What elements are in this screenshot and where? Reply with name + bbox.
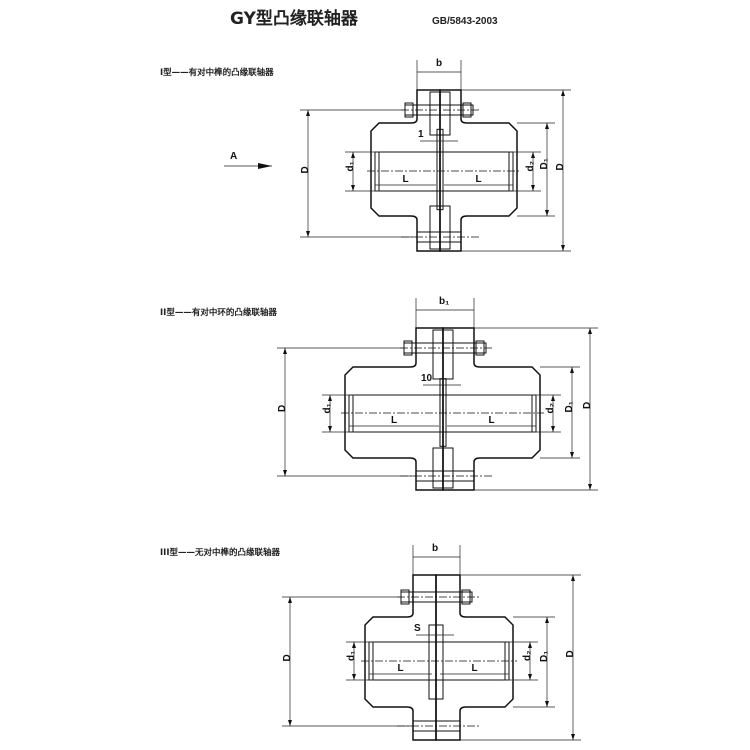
- bolt-circle-diameter-dim-label: D: [277, 405, 288, 412]
- hub-diameter-dim-label: D₁: [539, 651, 550, 662]
- bore-d1-dim-label: d₁: [346, 651, 357, 661]
- hub-diameter-dim-label: D₁: [539, 158, 550, 169]
- bore-d1-dim-label: d₁: [345, 161, 356, 171]
- type-2-label: II型——有对中环的凸缘联轴器: [160, 307, 277, 318]
- outer-diameter-dim-arrow: [561, 245, 565, 251]
- bolt-circle-diameter-dim-arrow: [306, 231, 310, 237]
- flange-width-label: b: [436, 58, 442, 69]
- length-label: L: [398, 663, 404, 674]
- bore-d1-dim-arrow: [351, 185, 355, 191]
- length-label: L: [476, 174, 482, 185]
- bore-d2-dim-arrow: [528, 642, 532, 648]
- standard-number: GB/5843-2003: [432, 16, 498, 27]
- hub-diameter-dim-arrow: [545, 210, 549, 216]
- outer-diameter-dim-arrow: [561, 90, 565, 96]
- hub-diameter-dim-arrow: [545, 617, 549, 623]
- type-3-label: III型——无对中榫的凸缘联轴器: [160, 547, 280, 558]
- length-label: L: [489, 415, 495, 426]
- hub-diameter-dim-arrow: [570, 367, 574, 373]
- bore-d2-dim-label: d₂: [545, 403, 556, 414]
- outer-diameter-dim-label: D: [582, 402, 593, 409]
- view-label: A: [230, 151, 237, 162]
- bore-d1-dim-arrow: [352, 674, 356, 680]
- bolt-circle-diameter-dim-arrow: [283, 470, 287, 476]
- right-half-coupling: [435, 574, 514, 741]
- left-half-coupling: [364, 574, 437, 741]
- type-1-label: I型——有对中榫的凸缘联轴器: [160, 67, 274, 78]
- bolt-circle-diameter-dim-arrow: [306, 110, 310, 116]
- hub-diameter-dim-label: D₁: [564, 401, 575, 412]
- length-label: L: [403, 174, 409, 185]
- left-half-coupling: [370, 89, 441, 252]
- outer-diameter-dim-label: D: [565, 650, 576, 657]
- outer-diameter-dim-arrow: [588, 328, 592, 334]
- bore-d1-dim-label: d₁: [322, 403, 333, 413]
- hub-diameter-dim-arrow: [570, 452, 574, 458]
- bore-d2-dim-arrow: [528, 674, 532, 680]
- bore-d1-dim-arrow: [328, 426, 332, 432]
- bolt-circle-diameter-dim-arrow: [288, 597, 292, 603]
- gap-label: S: [414, 623, 421, 634]
- length-label: L: [472, 663, 478, 674]
- flange-width-label: b₁: [439, 296, 449, 307]
- right-half-coupling: [442, 327, 541, 491]
- flange-width-label: b: [432, 543, 438, 554]
- view-arrow-a: A: [224, 151, 272, 169]
- gap-label: 10: [421, 373, 433, 384]
- hub-diameter-dim-arrow: [545, 701, 549, 707]
- outer-diameter-dim-arrow: [571, 575, 575, 581]
- bore-d2-dim-label: d₂: [525, 161, 536, 172]
- outer-diameter-dim-arrow: [588, 484, 592, 490]
- bore-d2-dim-arrow: [551, 426, 555, 432]
- bore-d2-dim-arrow: [531, 185, 535, 191]
- right-half-coupling: [439, 89, 518, 252]
- bore-d2-dim-label: d₂: [522, 650, 533, 661]
- bore-d2-dim-arrow: [551, 395, 555, 401]
- length-label: L: [391, 415, 397, 426]
- bolt-circle-diameter-dim-arrow: [283, 348, 287, 354]
- bolt-circle-diameter-dim-label: D: [282, 654, 293, 661]
- gap-label: 1: [418, 129, 424, 140]
- shaft-bore: [374, 151, 514, 192]
- bore-d1-dim-arrow: [328, 395, 332, 401]
- left-half-coupling: [344, 327, 444, 491]
- hub-diameter-dim-arrow: [545, 123, 549, 129]
- bolt-circle-diameter-dim-arrow: [288, 720, 292, 726]
- bore-d1-dim-arrow: [352, 642, 356, 648]
- page-title: GY型凸缘联轴器: [230, 8, 359, 29]
- bore-d1-dim-arrow: [351, 152, 355, 158]
- outer-diameter-dim-arrow: [571, 734, 575, 740]
- bolt-circle-diameter-dim-label: D: [300, 166, 311, 173]
- outer-diameter-dim-label: D: [555, 163, 566, 170]
- bore-d2-dim-arrow: [531, 152, 535, 158]
